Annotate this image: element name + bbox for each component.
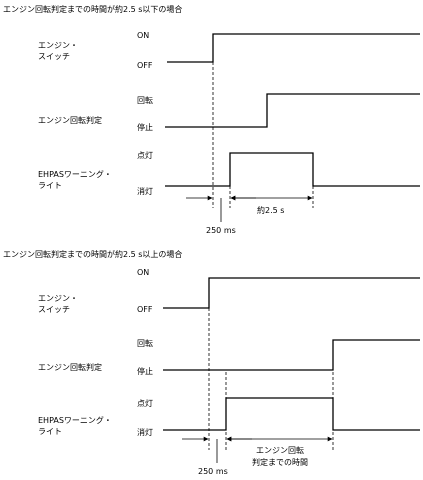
lamp-label-line1: EHPASワーニング・ bbox=[38, 415, 112, 425]
rotation-signal bbox=[163, 339, 420, 371]
rotation-high-label: 回転 bbox=[137, 339, 153, 348]
engine-switch-off-label: OFF bbox=[137, 61, 153, 70]
lamp-signal bbox=[165, 152, 420, 187]
lamp-off-label: 消灯 bbox=[137, 186, 153, 196]
engine-switch-label-line2: スイッチ bbox=[38, 305, 70, 314]
lamp-signal bbox=[163, 397, 420, 431]
duration-label-line2: 判定までの時間 bbox=[252, 457, 308, 467]
delay-label: 250 ms bbox=[198, 467, 228, 476]
lamp-label-line2: ライト bbox=[38, 427, 62, 436]
duration-label-line1: エンジン回転 bbox=[256, 446, 304, 455]
engine-switch-off-label: OFF bbox=[137, 305, 153, 314]
lamp-off-label: 消灯 bbox=[137, 427, 153, 437]
lamp-on-label: 点灯 bbox=[137, 150, 153, 160]
engine-switch-on-label: ON bbox=[137, 268, 149, 277]
rotation-label: エンジン回転判定 bbox=[38, 362, 102, 372]
lamp-on-label: 点灯 bbox=[137, 398, 153, 408]
delay-label: 250 ms bbox=[206, 226, 236, 235]
section-1-title: エンジン回転判定までの時間が約2.5 s以下の場合 bbox=[3, 4, 182, 14]
lamp-label-line1: EHPASワーニング・ bbox=[38, 169, 112, 179]
rotation-high-label: 回転 bbox=[137, 96, 153, 105]
engine-switch-label-line1: エンジン・ bbox=[38, 41, 78, 50]
rotation-low-label: 停止 bbox=[137, 122, 153, 132]
engine-switch-signal bbox=[167, 33, 420, 63]
engine-switch-label-line2: スイッチ bbox=[38, 52, 70, 61]
duration-label: 約2.5 s bbox=[257, 205, 284, 215]
rotation-label: エンジン回転判定 bbox=[38, 115, 102, 125]
section-2-title: エンジン回転判定までの時間が約2.5 s以上の場合 bbox=[3, 249, 182, 259]
engine-switch-label-line1: エンジン・ bbox=[38, 294, 78, 303]
rotation-low-label: 停止 bbox=[137, 366, 153, 376]
section-1: エンジン回転判定までの時間が約2.5 s以下の場合 エンジン・ スイッチ ON … bbox=[3, 4, 420, 235]
rotation-signal bbox=[165, 93, 420, 128]
engine-switch-on-label: ON bbox=[137, 31, 149, 40]
engine-switch-signal bbox=[163, 277, 420, 309]
section-2: エンジン回転判定までの時間が約2.5 s以上の場合 エンジン・ スイッチ ON … bbox=[3, 249, 420, 476]
lamp-label-line2: ライト bbox=[38, 181, 62, 190]
